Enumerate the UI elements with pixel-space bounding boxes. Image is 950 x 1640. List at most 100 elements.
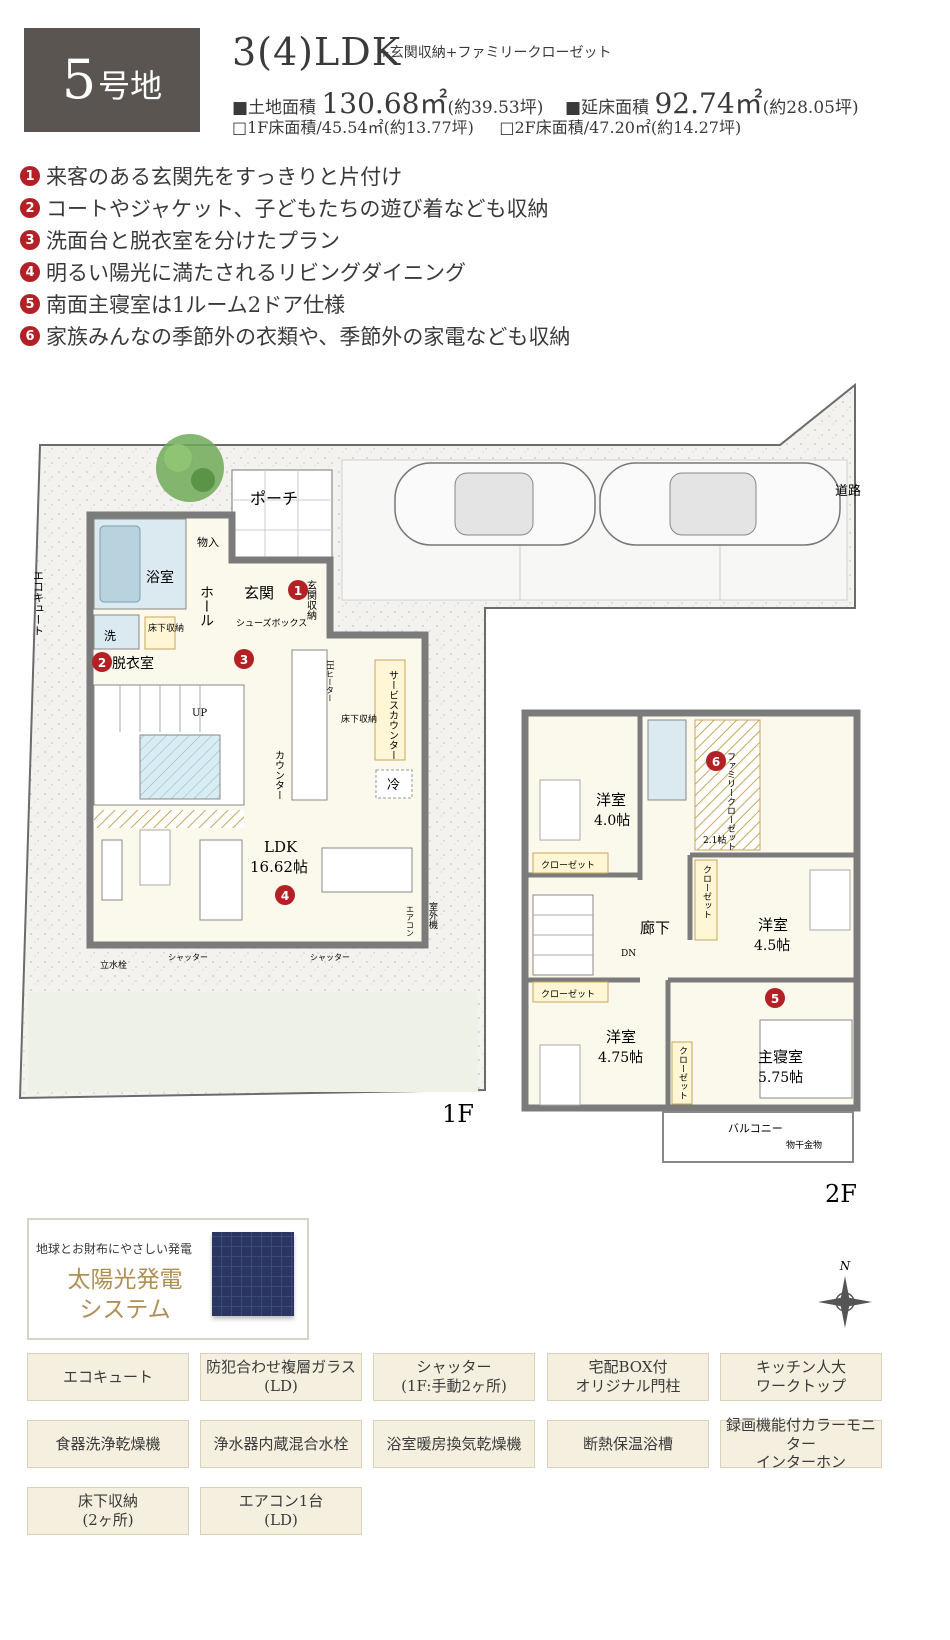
floor-area-label: ■延床面積: [565, 98, 650, 118]
porch-label: ポーチ: [250, 489, 298, 508]
equipment-item: 録画機能付カラーモニターインターホン: [720, 1416, 882, 1471]
marker-2: 2: [98, 656, 106, 670]
equipment-line2: (LD): [264, 1377, 298, 1395]
equipment-line1: エコキュート: [62, 1367, 153, 1386]
equipment-line1: 浄水器内蔵混合水栓: [213, 1434, 349, 1453]
equipment-line1: シャッター: [416, 1358, 492, 1377]
equipment-item: エアコン1台(LD): [200, 1487, 362, 1535]
equipment-item: シャッター(1F:手動2ヶ所): [373, 1353, 535, 1401]
feature-number-badge: 3: [20, 230, 40, 250]
equipment-item: 床下収納(2ヶ所): [27, 1487, 189, 1535]
floor1-area: □1F床面積/45.54㎡(約13.77坪): [232, 118, 474, 137]
equipment-line2: (2ヶ所): [82, 1511, 134, 1529]
closet-b-label: クローゼット: [701, 865, 712, 919]
equipment-line2: (1F:手動2ヶ所): [401, 1377, 507, 1395]
equipment-line1: 防犯合わせ複層ガラス: [206, 1358, 356, 1377]
feature-text: 南面主寝室は1ルーム2ドア仕様: [46, 293, 346, 317]
equipment-item: 断熱保温浴槽: [547, 1420, 709, 1468]
lot-number: 5: [61, 48, 97, 111]
equipment-item: キッチン人大ワークトップ: [720, 1353, 882, 1401]
feature-number-badge: 4: [20, 262, 40, 282]
layout-title: 3(4)LDK: [232, 30, 402, 74]
equipment-line2: (LD): [264, 1511, 298, 1529]
equipment-line2: ワークトップ: [755, 1377, 846, 1395]
room-b-label: 洋室: [758, 916, 788, 934]
equipment-line1: 食器洗浄乾燥機: [55, 1434, 161, 1453]
house-1f: [86, 511, 429, 949]
equipment-item: 浄水器内蔵混合水栓: [200, 1420, 362, 1468]
marker-1: 1: [294, 584, 302, 598]
fridge-label: 冷: [387, 778, 400, 793]
feature-text: 来客のある玄関先をすっきりと片付け: [46, 165, 403, 189]
family-closet-size: 2.1帖: [703, 834, 726, 846]
shutter-label: シャッター: [168, 953, 208, 962]
up-label: UP: [192, 708, 207, 719]
marker-5: 5: [771, 992, 779, 1006]
ldk-size: 16.62帖: [250, 858, 308, 876]
counter-label: カウンター: [273, 750, 285, 800]
lot-suffix: 号地: [98, 67, 163, 105]
compass-north-label: N: [839, 1259, 851, 1273]
service-counter-label: サービスカウンター: [387, 670, 399, 760]
floor2-area: □2F床面積/47.20㎡(約14.27坪): [499, 118, 742, 137]
entrance-label: 玄関: [244, 584, 274, 602]
floor-label-2f: 2F: [825, 1180, 857, 1208]
balcony-label: バルコニー: [728, 1122, 783, 1135]
master-size: 5.75帖: [758, 1070, 803, 1086]
storage-label: 物入: [197, 535, 219, 549]
equipment-item: 食器洗浄乾燥機: [27, 1420, 189, 1468]
master-label: 主寝室: [758, 1048, 803, 1066]
equipment-line1: キッチン人大: [755, 1358, 846, 1377]
car-icon: [599, 462, 841, 546]
floor-areas: □1F床面積/45.54㎡(約13.77坪) □2F床面積/47.20㎡(約14…: [232, 114, 741, 138]
feature-text: 洗面台と脱衣室を分けたプラン: [46, 229, 340, 253]
shoebox-label: シューズボックス: [236, 617, 307, 629]
shutter-label: シャッター: [310, 953, 350, 962]
area-summary: ■土地面積 130.68㎡(約39.53坪) ■延床面積 92.74㎡(約28.…: [232, 82, 859, 122]
equipment-line2: インターホン: [755, 1453, 846, 1472]
corridor-label: 廊下: [640, 919, 670, 937]
closet-c-label: クローゼット: [541, 988, 595, 1000]
marker-6: 6: [712, 755, 720, 769]
ih-label: IHヒーター: [326, 660, 335, 702]
floor-label-1f: 1F: [442, 1100, 474, 1128]
compass-icon: N: [818, 1259, 872, 1328]
aircon-label: エアコン: [406, 905, 415, 937]
equipment-line1: 録画機能付カラーモニター: [725, 1415, 876, 1453]
solar-caption: 地球とお財布にやさしい発電: [36, 1242, 193, 1256]
outdoor-unit-label: 室外機: [427, 901, 438, 930]
equipment-line1: エアコン1台: [238, 1492, 324, 1511]
room-a-label: 洋室: [596, 791, 626, 809]
closet-d-label: クローゼット: [677, 1046, 688, 1100]
feature-item: 4 明るい陽光に満たされるリビングダイニング: [20, 256, 570, 288]
feature-number-badge: 6: [20, 326, 40, 346]
feature-item: 3 洗面台と脱衣室を分けたプラン: [20, 224, 570, 256]
equipment-line1: 浴室暖房換気乾燥機: [386, 1434, 522, 1453]
closet-a-label: クローゼット: [541, 859, 595, 871]
equipment-line2: オリジナル門柱: [575, 1377, 681, 1395]
floor-plan: ポーチ 道路 エコキュート 浴室 物入 ホール 玄関 玄関収納 シューズボックス…: [18, 382, 861, 1208]
feature-text: コートやジャケット、子どもたちの遊び着なども収納: [46, 197, 549, 221]
feature-item: 1 来客のある玄関先をすっきりと片付け: [20, 160, 570, 192]
room-c-label: 洋室: [606, 1028, 636, 1046]
ldk-label: LDK: [264, 838, 298, 856]
equipment-item: 宅配BOX付オリジナル門柱: [547, 1353, 709, 1401]
land-area-tsubo: (約39.53坪): [447, 98, 544, 118]
equipment-line1: 床下収納: [77, 1492, 138, 1511]
feature-number-badge: 1: [20, 166, 40, 186]
solar-title: 太陽光発電 システム: [50, 1266, 200, 1326]
car-icon: [394, 462, 596, 546]
bath-label: 浴室: [146, 569, 174, 586]
drying-label: 物干金物: [786, 1139, 822, 1151]
land-area-label: ■土地面積: [232, 98, 317, 118]
feature-text: 明るい陽光に満たされるリビングダイニング: [46, 261, 466, 285]
house-2f: [521, 709, 861, 1163]
marker-4: 4: [281, 889, 289, 903]
lot-badge: 5 号地: [24, 28, 200, 132]
hall-label: ホール: [198, 585, 214, 627]
wash-label: 洗: [104, 629, 116, 643]
